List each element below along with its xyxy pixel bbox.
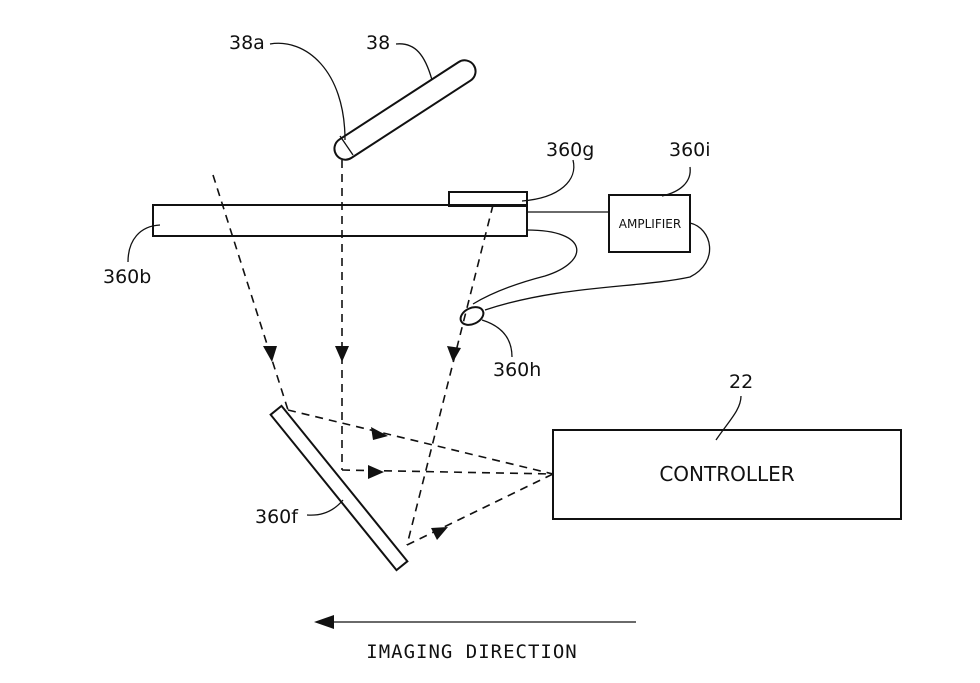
imaging-direction-arrow bbox=[314, 615, 636, 629]
label-360f: 360f bbox=[255, 506, 299, 528]
arrowhead-center-right bbox=[368, 465, 384, 479]
ray-left-incident bbox=[212, 174, 289, 411]
leader-22 bbox=[715, 395, 742, 441]
arrowhead-center-down bbox=[335, 346, 349, 362]
wire-guide-to-emitter bbox=[472, 229, 578, 305]
mirror-360f bbox=[269, 404, 409, 572]
label-360b: 360b bbox=[103, 266, 151, 288]
label-38a: 38a bbox=[229, 32, 265, 54]
controller-box: CONTROLLER bbox=[552, 429, 902, 520]
leader-38 bbox=[395, 43, 433, 81]
leader-38a bbox=[269, 42, 346, 141]
ray-right-incident bbox=[406, 204, 494, 546]
label-22: 22 bbox=[729, 371, 753, 393]
leader-360f bbox=[306, 499, 344, 516]
arrowhead-right-down bbox=[447, 346, 461, 362]
ray-left-reflected bbox=[287, 409, 554, 475]
label-360h: 360h bbox=[493, 359, 541, 381]
label-360g: 360g bbox=[546, 139, 594, 161]
arrowhead-left-right bbox=[371, 427, 388, 440]
label-360i: 360i bbox=[669, 139, 711, 161]
arrowhead-left-down bbox=[263, 346, 277, 362]
controller-text: CONTROLLER bbox=[659, 462, 794, 486]
leader-360i bbox=[661, 166, 691, 197]
ray-right-reflected bbox=[406, 473, 554, 546]
emitter-360h bbox=[459, 306, 485, 326]
sensor-360g bbox=[448, 191, 528, 207]
leader-360b bbox=[127, 224, 161, 263]
wire-amplifier-to-emitter bbox=[484, 222, 711, 311]
amplifier-box: AMPLIFIER bbox=[608, 194, 691, 253]
arrowhead-right-right bbox=[431, 527, 448, 540]
leader-360h bbox=[481, 319, 513, 358]
label-38: 38 bbox=[366, 32, 390, 54]
leader-360g bbox=[521, 159, 575, 202]
light-guide-360b bbox=[152, 204, 528, 237]
light-source-38 bbox=[333, 59, 477, 161]
amplifier-text: AMPLIFIER bbox=[619, 217, 681, 231]
imaging-direction-label: IMAGING DIRECTION bbox=[366, 641, 577, 663]
